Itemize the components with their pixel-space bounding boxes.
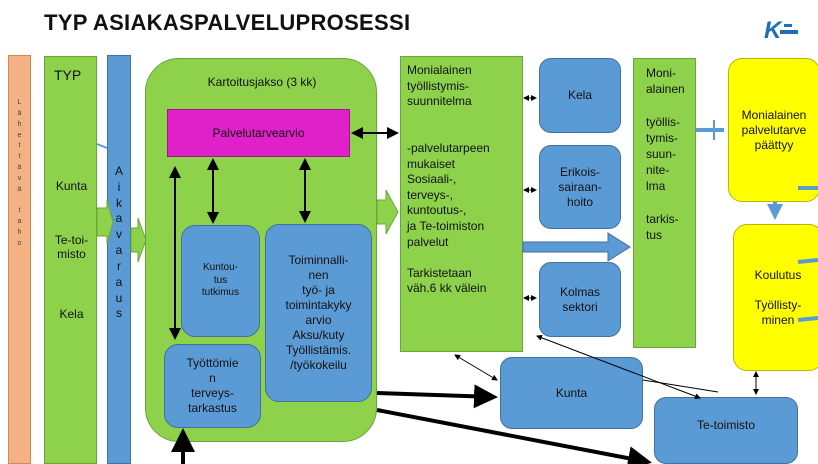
tyottomien-terveystarkastus-box: Työttömie n terveys- tarkastus bbox=[164, 344, 261, 428]
toiminnallinen-arvio-box: Toiminnalli- nen työ- ja toimintakyky ar… bbox=[265, 224, 372, 402]
erikoissairaanhoito-box: Erikois- sairaan- hoito bbox=[539, 145, 621, 229]
tarkistus-box: Moni- alainen työllis- tymis- suun- nite… bbox=[633, 58, 696, 348]
typ-logo-icon: K bbox=[762, 14, 802, 44]
typ-tetoimisto: Te-toi- misto bbox=[54, 233, 89, 262]
typ-column: TYP Kunta Te-toi- misto Kela bbox=[44, 56, 97, 464]
arrow-kartoitus-monialainen bbox=[376, 189, 399, 235]
arrow-typ-aika bbox=[96, 199, 114, 245]
arrow-to-tarkistus bbox=[522, 232, 631, 262]
typ-kunta: Kunta bbox=[55, 179, 88, 193]
svg-text:K: K bbox=[764, 17, 783, 44]
aikavaraus-bar: A i k a v a r a u s bbox=[107, 55, 131, 464]
typ-title: TYP bbox=[54, 67, 82, 83]
monialainen-suunnitelma-box: Monialainen työllistymis- suunnitelma -p… bbox=[400, 56, 523, 352]
koulutus-tyollistyminen-box: Koulutus Työllisty- minen bbox=[733, 224, 818, 371]
palvelutarve-paattyy-box: Monialainen palvelutarve päättyy bbox=[728, 58, 818, 202]
arrow-aika-kartoitus bbox=[130, 217, 147, 263]
palvelutarvearvio-box: Palvelutarvearvio bbox=[167, 109, 350, 157]
page-title: TYP ASIAKASPALVELUPROSESSI bbox=[44, 10, 411, 35]
typ-kela: Kela bbox=[59, 307, 84, 321]
tetoimisto-box: Te-toimisto bbox=[654, 397, 798, 464]
kuntoutustutkimus-box: Kuntou- tus tutkimus bbox=[181, 225, 260, 337]
kartoitusjakso-title: Kartoitusjakso (3 kk) bbox=[207, 75, 317, 89]
kela-box: Kela bbox=[539, 58, 621, 133]
lahettava-taho-bar: L ä h e t t ä v ä t a h o bbox=[8, 55, 31, 464]
aikavaraus-label: A i k a v a r a u s bbox=[114, 164, 123, 321]
lahettava-taho-label: L ä h e t t ä v ä t a h o bbox=[17, 99, 22, 247]
kolmas-sektori-box: Kolmas sektori bbox=[539, 262, 621, 337]
